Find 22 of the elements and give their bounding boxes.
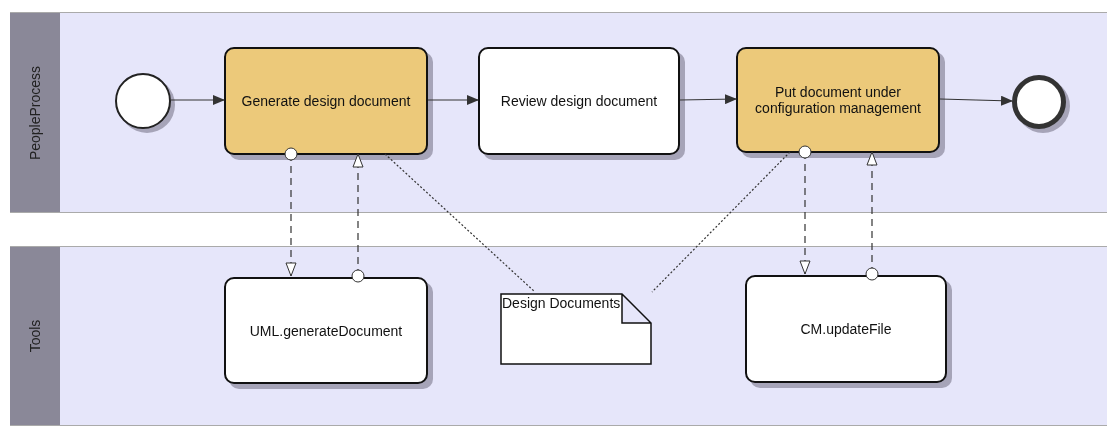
- task-label: UML.generateDocument: [249, 322, 403, 339]
- task-label: Review design document: [500, 93, 658, 109]
- start-event-circle: [115, 73, 171, 129]
- task-label: Generate design document: [241, 93, 411, 109]
- task-label: CM.updateFile: [800, 321, 892, 337]
- message-flow-arrow: [865, 151, 879, 281]
- data-object-label: Design Documents: [502, 295, 621, 311]
- task-label: Put document under configuration management: [754, 84, 922, 116]
- message-flow-arrow: [351, 153, 365, 283]
- sequence-flow-arrow: [939, 95, 1013, 106]
- association-line: [651, 151, 791, 293]
- end-event-circle: [1012, 75, 1066, 129]
- lane-title: PeopleProcess: [27, 65, 43, 160]
- message-flow-arrow: [798, 145, 812, 275]
- sequence-flow-arrow: [679, 94, 737, 105]
- swimlane: [10, 246, 1107, 426]
- message-flow-arrow: [284, 147, 298, 277]
- association-line: [384, 153, 536, 293]
- sequence-flow-arrow: [170, 95, 225, 105]
- swimlane: [10, 12, 1107, 213]
- lane-title: Tools: [27, 319, 43, 353]
- sequence-flow-arrow: [427, 95, 479, 105]
